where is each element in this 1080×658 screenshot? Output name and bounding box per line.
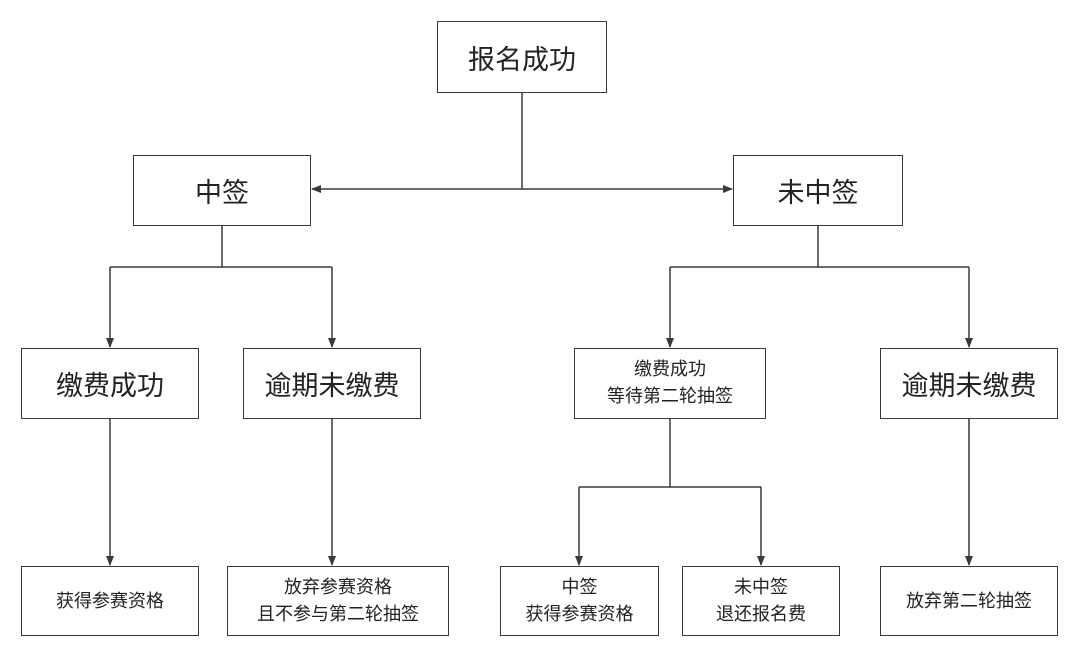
node-leaf-giveup-second: 放弃第二轮抽签 xyxy=(880,566,1058,636)
node-root: 报名成功 xyxy=(437,21,607,93)
node-leaf-qualify: 获得参赛资格 xyxy=(21,566,199,636)
node-leaf-second-lose: 未中签 退还报名费 xyxy=(682,566,840,636)
node-leaf-giveup: 放弃参赛资格 且不参与第二轮抽签 xyxy=(227,566,449,636)
node-lost-overdue: 逾期未缴费 xyxy=(880,348,1058,419)
node-won-overdue: 逾期未缴费 xyxy=(243,348,421,419)
node-won: 中签 xyxy=(133,155,311,226)
node-lost: 未中签 xyxy=(733,155,903,226)
node-lost-paid: 缴费成功 等待第二轮抽签 xyxy=(574,348,766,419)
node-won-paid: 缴费成功 xyxy=(21,348,199,419)
node-leaf-second-win: 中签 获得参赛资格 xyxy=(500,566,659,636)
